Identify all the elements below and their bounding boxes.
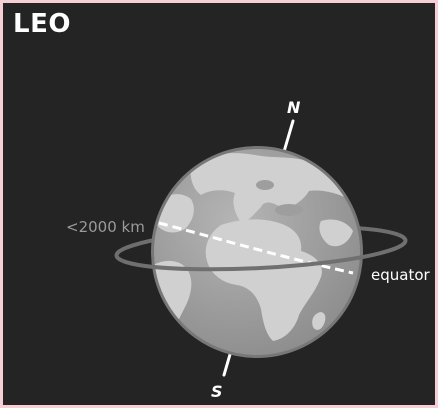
diagram-panel: LEO: [3, 3, 435, 405]
north-label: N: [287, 98, 301, 117]
south-axis-line: [222, 349, 233, 377]
orbit-ring-front: [122, 233, 408, 272]
diagram-title: LEO: [13, 9, 71, 39]
leo-orbit-diagram: N S <2000 km equator: [66, 98, 431, 401]
altitude-label: <2000 km: [66, 218, 145, 236]
earth-globe: [151, 146, 363, 358]
equator-label: equator: [371, 266, 431, 284]
south-label: S: [211, 382, 223, 401]
north-axis-line: [281, 119, 295, 157]
equator-line: [158, 221, 354, 275]
